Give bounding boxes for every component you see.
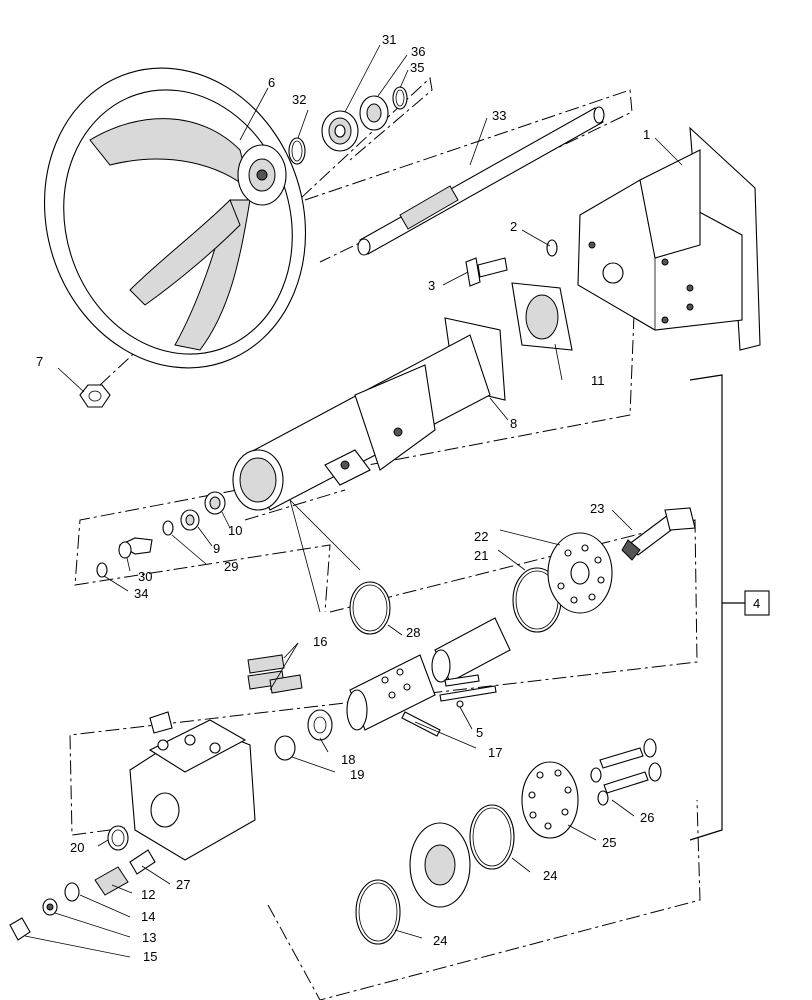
callout-11: 11 [591,373,605,388]
snap-ring-34[interactable] [96,562,108,578]
callout-7: 7 [36,354,43,369]
plug-27[interactable] [129,849,156,875]
bolt-30[interactable] [118,537,153,559]
gasket-plate-11[interactable] [511,282,573,351]
callout-31: 31 [382,32,396,47]
callout-25: 25 [602,835,616,850]
o-ring-28[interactable] [349,581,391,635]
callout-15: 15 [143,949,157,964]
callout-4: 4 [753,596,760,611]
springs-16[interactable] [247,654,303,694]
callout-8: 8 [510,416,517,431]
callout-26: 26 [640,810,654,825]
callout-19: 19 [350,767,364,782]
callout-9: 9 [213,541,220,556]
callout-16: 16 [313,634,327,649]
plate-25[interactable] [521,761,579,839]
port-plate-22[interactable] [547,532,613,614]
callout-24b: 24 [433,933,447,948]
gerotor[interactable] [409,822,471,908]
drive-shaft-23[interactable] [621,507,696,561]
bushing-10[interactable] [204,491,226,515]
bearing-31[interactable] [321,110,359,152]
snap-ring-32[interactable] [288,137,306,165]
callout-14: 14 [141,909,155,924]
callout-35: 35 [410,60,424,75]
callout-labels: 1 2 3 4 5 6 7 8 9 10 11 12 13 14 15 16 1… [36,32,760,964]
steering-wheel[interactable] [6,34,343,402]
callout-20: 20 [70,840,84,855]
ball-13[interactable] [42,898,58,916]
callout-2: 2 [510,219,517,234]
callout-22: 22 [474,529,488,544]
callout-21: 21 [474,548,488,563]
steering-shaft-33[interactable] [357,106,605,256]
callout-1: 1 [643,127,650,142]
callout-5: 5 [476,725,483,740]
callout-24a: 24 [543,868,557,883]
callout-18: 18 [341,752,355,767]
callout-12: 12 [141,887,155,902]
callout-33: 33 [492,108,506,123]
spring-12[interactable] [94,866,129,896]
valve-housing[interactable] [129,711,256,861]
callout-34: 34 [134,586,148,601]
spacer-36[interactable] [359,95,389,131]
group-bracket-4 [689,374,770,841]
bolt-3[interactable] [465,257,508,287]
callout-6: 6 [268,75,275,90]
pins-5[interactable] [439,674,497,708]
pin-17[interactable] [401,711,441,737]
bushing-9[interactable] [180,509,200,531]
washer-29[interactable] [162,520,174,536]
ring-20[interactable] [107,825,129,851]
spool-sleeve[interactable] [346,617,511,731]
snap-ring-35[interactable] [392,86,408,110]
o-ring-24-lower[interactable] [355,879,401,945]
callout-28: 28 [406,625,420,640]
callout-27: 27 [176,877,190,892]
callout-3: 3 [428,278,435,293]
steering-column-8[interactable] [232,317,506,511]
o-ring-24-upper[interactable] [469,804,515,870]
callout-29: 29 [224,559,238,574]
callout-32: 32 [292,92,306,107]
seal-14[interactable] [64,882,80,902]
washer-2[interactable] [546,239,558,257]
o-ring-19[interactable] [274,735,296,761]
callout-23: 23 [590,501,604,516]
callout-30: 30 [138,569,152,584]
callout-17: 17 [488,745,502,760]
callout-13: 13 [142,930,156,945]
leader-lines [24,44,683,958]
plug-15[interactable] [9,917,31,941]
bolts-26[interactable] [590,738,662,806]
callout-10: 10 [228,523,242,538]
nut-7[interactable] [79,384,111,408]
mounting-bracket-1[interactable] [577,126,761,351]
washer-18[interactable] [307,709,333,741]
callout-36: 36 [411,44,425,59]
